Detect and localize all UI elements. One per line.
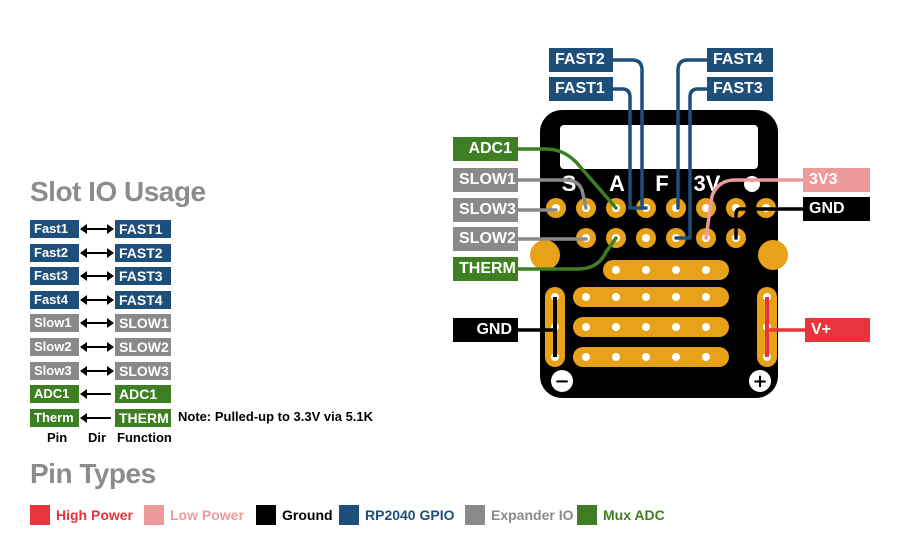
side-pad-right <box>758 240 788 270</box>
header-letter-s: S <box>562 171 577 196</box>
double-arrow-icon <box>80 342 114 352</box>
io-pin-tag: Slow1 <box>30 314 79 332</box>
io-function-tag: SLOW1 <box>115 314 171 332</box>
header-letter-3v: 3V <box>694 171 721 196</box>
double-arrow-icon <box>80 318 114 328</box>
therm-note: Note: Pulled-up to 3.3V via 5.1K <box>178 409 374 424</box>
slot-io-title: Slot IO Usage <box>30 176 206 207</box>
io-pin-tag: Fast3 <box>30 267 79 285</box>
wire-fast2 <box>611 58 644 210</box>
io-function-tag: FAST2 <box>115 244 171 262</box>
double-arrow-icon <box>80 295 114 305</box>
io-function-tag: FAST1 <box>115 220 171 238</box>
plus-marker <box>749 370 771 392</box>
wire-fast4 <box>676 58 709 210</box>
expander-io-label: Expander IO <box>491 507 574 523</box>
label-slow3: SLOW3 <box>453 198 518 222</box>
double-arrow-icon <box>80 271 114 281</box>
ground-swatch <box>256 505 276 525</box>
io-function-tag: THERM <box>115 409 171 427</box>
board-cutout <box>560 125 758 169</box>
wire-slow1 <box>516 178 588 210</box>
column-function-label: Function <box>117 430 172 445</box>
label-fast3: FAST3 <box>707 77 773 101</box>
column-dir-label: Dir <box>88 430 107 445</box>
label-gnd-left: GND <box>453 318 518 342</box>
io-function-tag: SLOW3 <box>115 362 171 380</box>
double-arrow-icon <box>80 224 114 234</box>
left-arrow-icon <box>80 413 111 423</box>
high-power-swatch <box>30 505 50 525</box>
mux-adc-swatch <box>577 505 597 525</box>
wire-3v3 <box>704 178 805 240</box>
column-pin-label: Pin <box>47 430 68 445</box>
io-pin-tag: ADC1 <box>30 385 79 403</box>
label-therm: THERM <box>453 257 518 281</box>
minus-icon: − <box>554 371 569 392</box>
io-function-tag: SLOW2 <box>115 338 171 356</box>
high-power-label: High Power <box>56 507 134 523</box>
io-function-tag: FAST3 <box>115 267 171 285</box>
io-function-tag: FAST4 <box>115 291 171 309</box>
label-fast2: FAST2 <box>549 48 613 72</box>
label-3v3: 3V3 <box>803 168 870 192</box>
header-letter-f: F <box>655 171 668 196</box>
label-fast1: FAST1 <box>549 77 613 101</box>
wire-adc1 <box>516 147 618 210</box>
wire-gnd-right <box>734 207 805 240</box>
label-adc1: ADC1 <box>453 137 518 161</box>
plus-icon: + <box>752 371 767 392</box>
left-arrow-icon <box>80 389 111 399</box>
label-vplus: V+ <box>805 318 870 342</box>
io-function-tag: ADC1 <box>115 385 171 403</box>
low-power-label: Low Power <box>170 507 244 523</box>
ground-label: Ground <box>282 507 333 523</box>
io-pin-tag: Fast1 <box>30 220 79 238</box>
label-slow2: SLOW2 <box>453 227 518 251</box>
io-pin-tag: Therm <box>30 409 79 427</box>
minus-marker <box>551 370 573 392</box>
rp2040-gpio-label: RP2040 GPIO <box>365 507 455 523</box>
io-pin-tag: Fast2 <box>30 244 79 262</box>
wire-fast1 <box>611 87 648 210</box>
wire-therm <box>516 236 618 271</box>
side-pad-left <box>530 240 560 270</box>
double-arrow-icon <box>80 366 114 376</box>
io-pin-tag: Slow3 <box>30 362 79 380</box>
io-pin-tag: Fast4 <box>30 291 79 309</box>
label-fast4: FAST4 <box>707 48 773 72</box>
io-pin-tag: Slow2 <box>30 338 79 356</box>
pin-types-title: Pin Types <box>30 458 156 489</box>
label-slow1: SLOW1 <box>453 168 518 192</box>
rp2040-gpio-swatch <box>339 505 359 525</box>
header-letter-a: A <box>609 171 625 196</box>
low-power-swatch <box>144 505 164 525</box>
label-gnd-right: GND <box>803 197 870 221</box>
double-arrow-icon <box>80 248 114 258</box>
mux-adc-label: Mux ADC <box>603 507 665 523</box>
expander-io-swatch <box>465 505 485 525</box>
wire-fast3 <box>674 87 709 240</box>
